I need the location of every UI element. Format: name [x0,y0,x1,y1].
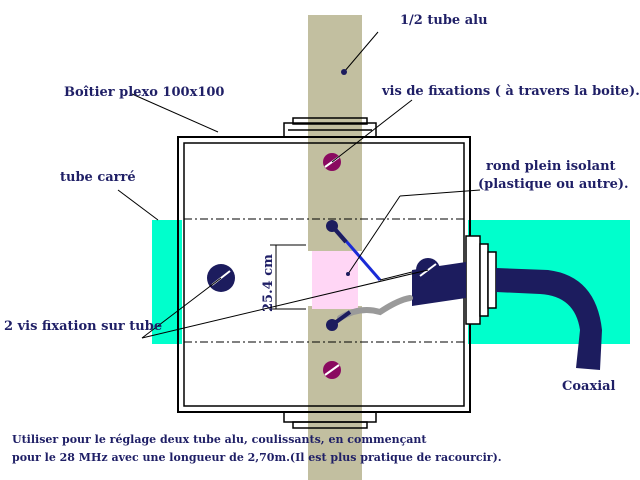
dimension-label: 25.4 cm [261,254,276,312]
label-rond-plein-1: rond plein isolant [486,159,616,174]
top-flange [283,117,377,138]
tube-hidden-lines [184,218,464,343]
leader-lines [117,31,481,339]
tube-label-dot [341,69,347,75]
rod-label-dot [346,272,350,276]
bottom-flange [283,411,377,429]
alu-tube-bottom [308,306,362,480]
label-vis-fixations: vis de fixations ( à travers la boite). [381,84,640,99]
dimension-line [270,244,306,310]
label-boitier: Boîtier plexo 100x100 [64,85,224,100]
label-tube-carre: tube carré [60,170,136,185]
center-wire-link [379,271,413,281]
note-line-1: Utiliser pour le réglage deux tube alu, … [12,433,427,446]
braid-wire [337,295,413,321]
label-tube-alu: 1/2 tube alu [400,13,488,28]
label-vis-tube: 2 vis fixation sur tube [4,319,162,334]
coax-cable [496,268,602,370]
tab-screw-upper-icon [326,220,338,232]
screw-bottom-icon [323,361,341,379]
note-line-2: pour le 28 MHz avec une longueur de 2,70… [12,451,502,464]
insulator-rod [312,251,358,309]
label-rond-plein-2: (plastique ou autre). [478,177,629,192]
tab-screw-lower-icon [326,319,338,331]
label-coaxial: Coaxial [562,379,616,394]
alu-tube-top [308,15,362,251]
